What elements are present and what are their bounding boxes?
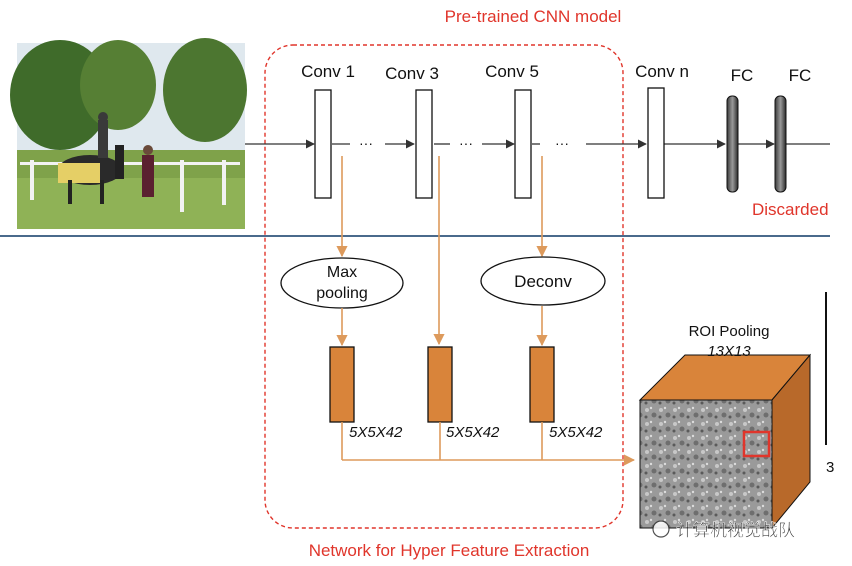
- conv5-label: Conv 5: [485, 62, 539, 81]
- watermark: 计算机视觉战队: [652, 520, 795, 540]
- feature-block-1: [329, 346, 355, 423]
- conv5-layer: [514, 89, 532, 199]
- ellipsis-3: ···: [555, 135, 569, 151]
- feature-size-3: 5X5X42: [549, 424, 603, 441]
- max-pooling-label-2: pooling: [316, 285, 368, 302]
- feature-block-3: [529, 346, 555, 423]
- roi-cube: [638, 353, 812, 530]
- convn-label: Conv n: [635, 62, 689, 81]
- ellipsis-2: ···: [459, 135, 473, 151]
- conv3-layer: [415, 89, 433, 199]
- hyper-feature-label: Network for Hyper Feature Extraction: [309, 541, 590, 560]
- discarded-label: Discarded: [752, 200, 829, 219]
- max-pooling-label-1: Max: [327, 264, 357, 281]
- wechat-icon: [652, 520, 670, 538]
- fc2-layer: [774, 95, 787, 193]
- feature-size-2: 5X5X42: [446, 424, 500, 441]
- deconv-label: Deconv: [514, 272, 572, 291]
- watermark-text: 计算机视觉战队: [676, 521, 795, 540]
- roi-label-1: ROI Pooling: [689, 323, 770, 340]
- conv1-layer: [314, 89, 332, 199]
- extraction-frame: [264, 44, 624, 529]
- model-title: Pre-trained CNN model: [445, 7, 622, 26]
- feature-block-2: [427, 346, 453, 423]
- deconv-node: [480, 256, 606, 306]
- ellipsis-1: ···: [359, 135, 373, 151]
- convn-layer: [647, 87, 665, 199]
- fc1-layer: [726, 95, 739, 193]
- feature-size-1: 5X5X42: [349, 424, 403, 441]
- roi-highlight-box: [742, 430, 771, 458]
- conv1-label: Conv 1: [301, 62, 355, 81]
- partial-right-text: 3: [826, 459, 834, 476]
- conv3-label: Conv 3: [385, 64, 439, 83]
- input-photo: [10, 38, 247, 229]
- fc1-label: FC: [731, 66, 754, 85]
- fc2-label: FC: [789, 66, 812, 85]
- roi-label-2: 13X13: [707, 343, 751, 360]
